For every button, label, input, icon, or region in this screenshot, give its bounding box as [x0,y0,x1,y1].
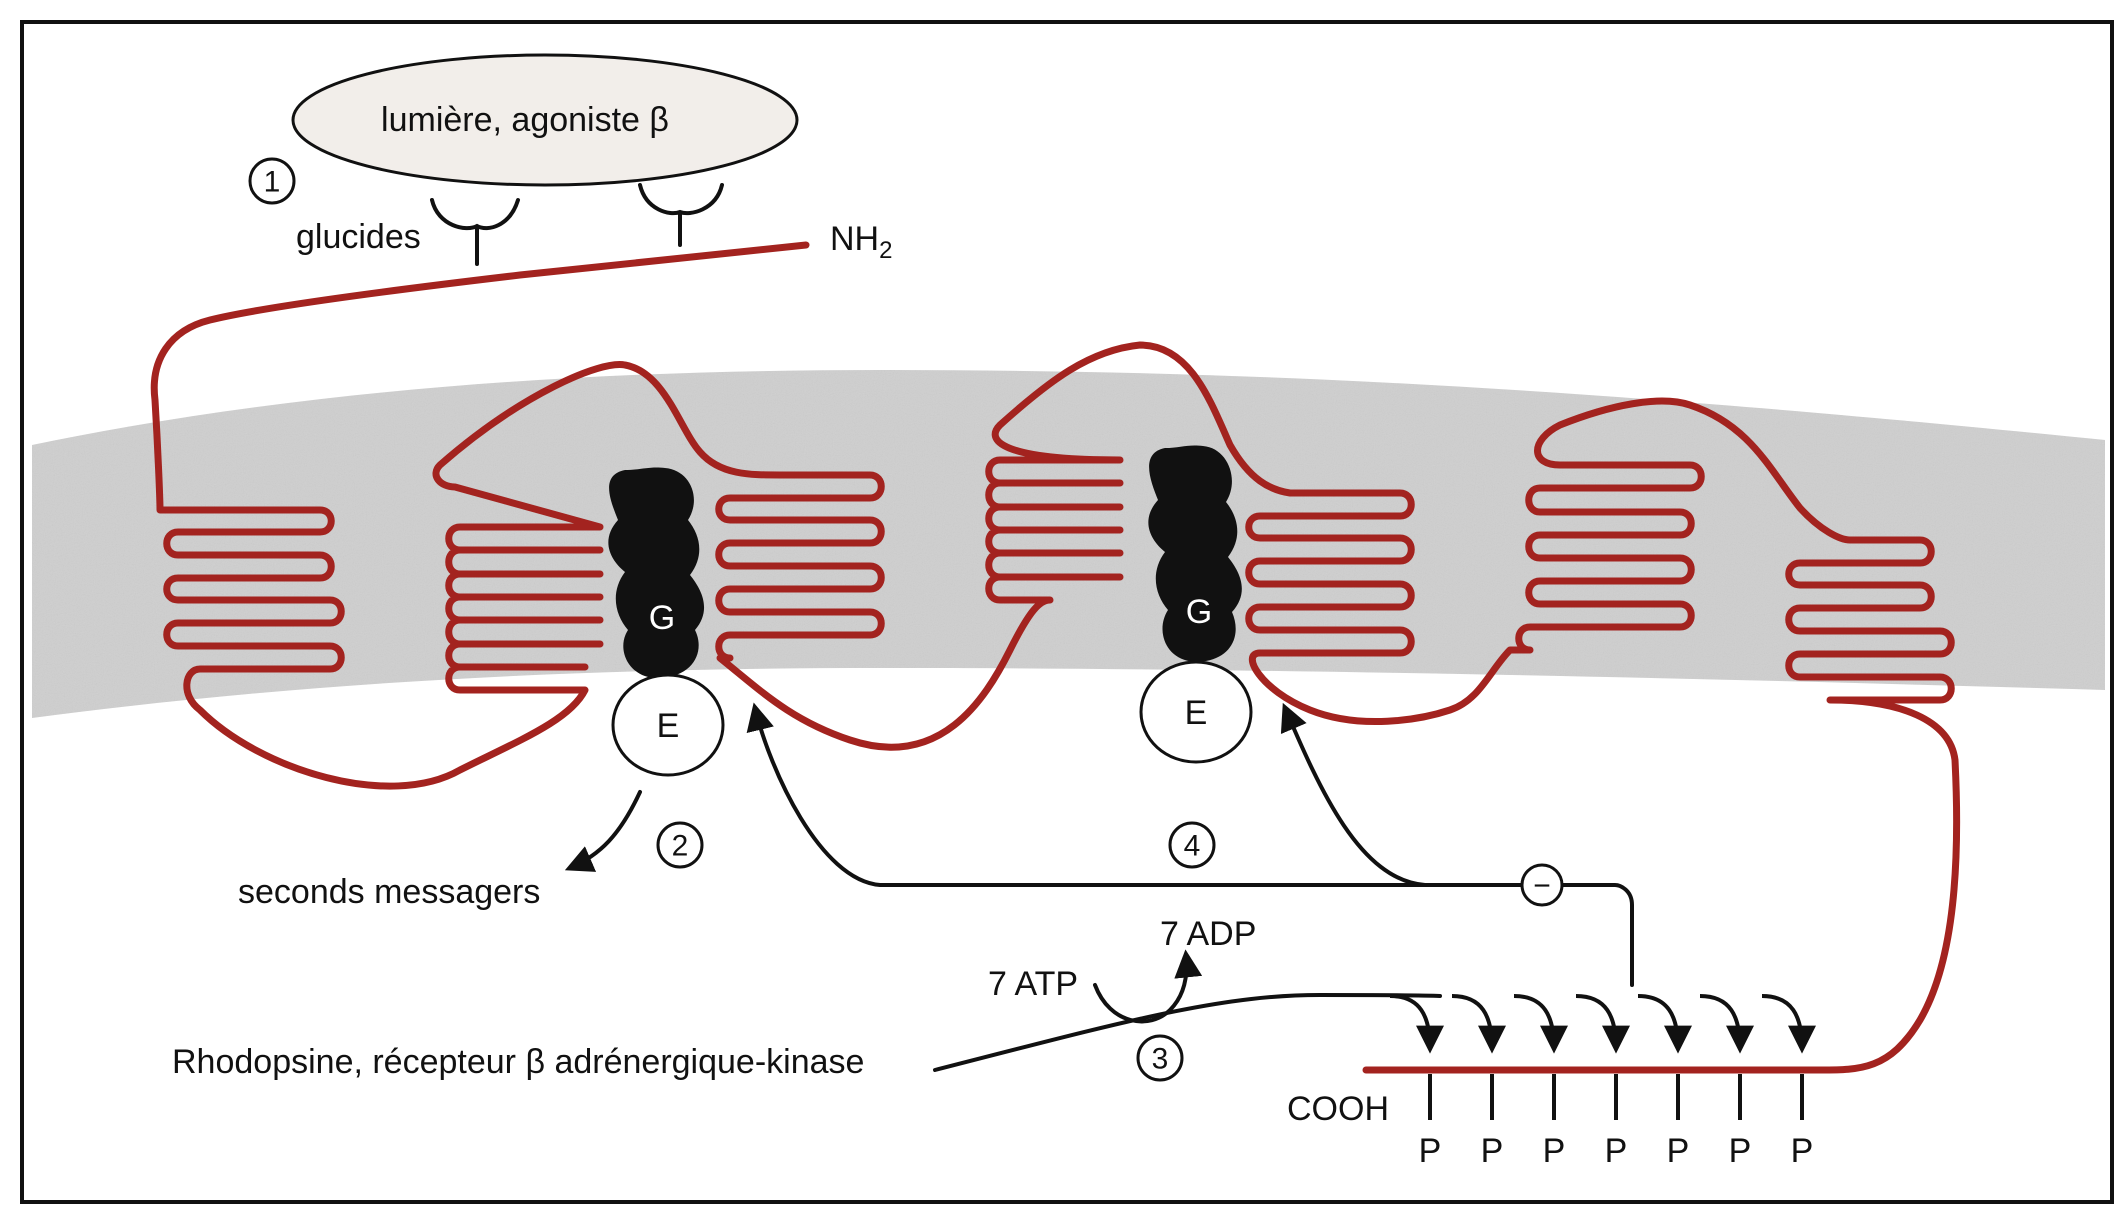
phosphate-label: P [1543,1132,1566,1170]
kinase-label: Rhodopsine, récepteur β adrénergique-kin… [172,1043,864,1081]
inhibition-symbol: − [1533,870,1551,903]
phosphorylation-arrow [1761,994,1816,1054]
phosphate-label: P [1667,1132,1690,1170]
phosphorylation-arrow [1451,994,1506,1054]
arrow-to-second-messengers [564,790,642,872]
step-4-number: 4 [1184,830,1201,863]
phosphate-label: P [1481,1132,1504,1170]
ligand-label: lumière, agoniste β [381,101,669,139]
arrows [564,702,1634,1072]
step-3-badge: 3 [1136,1034,1184,1082]
arrow-to-effector-2 [1280,702,1524,887]
inhibition-feedback [1560,883,1634,987]
phosphate-label: P [1419,1132,1442,1170]
step-2-number: 2 [672,830,689,863]
step-4-badge: 4 [1168,821,1216,869]
glycan-icons [430,183,724,266]
kinase-line [933,992,1442,1072]
receptor-chain [150,241,1961,1074]
phosphorylation-arrow [1575,994,1630,1054]
phosphate-label: P [1605,1132,1628,1170]
g-protein-2: G [1148,445,1242,662]
phosphorylation-arrows [1389,994,1816,1054]
cell-membrane [32,370,2105,718]
atp-label: 7 ATP [988,965,1078,1003]
step-2-badge: 2 [656,821,704,869]
effector-1: E [611,673,725,777]
atp-adp-arrow [1093,949,1203,1024]
adp-label: 7 ADP [1160,915,1256,953]
effector-1-label: E [657,707,680,745]
effector-2: E [1139,660,1253,764]
phosphate-label: P [1791,1132,1814,1170]
phosphorylation-arrow [1513,994,1568,1054]
phosphorylation-arrow [1389,994,1444,1054]
second-messengers-label: seconds messagers [238,873,540,911]
effector-2-label: E [1185,694,1208,732]
phosphate-label: P [1729,1132,1752,1170]
c-terminus-label: COOH [1287,1090,1389,1128]
ligand-bubble: lumière, agoniste β [291,53,799,187]
g-protein-2-label: G [1186,593,1212,631]
n-terminus-label: NH2 [830,220,892,264]
step-3-number: 3 [1152,1043,1169,1076]
phosphorylation-arrow [1637,994,1692,1054]
step-1-number: 1 [264,166,281,199]
g-protein-1: G [608,467,705,679]
arrow-to-effector-1 [746,702,1427,887]
glycan-label: glucides [296,218,421,256]
step-1-badge: 1 [248,157,296,205]
g-protein-1-label: G [649,599,675,637]
inhibition-badge: − [1520,863,1564,907]
phosphorylation-arrow [1699,994,1754,1054]
